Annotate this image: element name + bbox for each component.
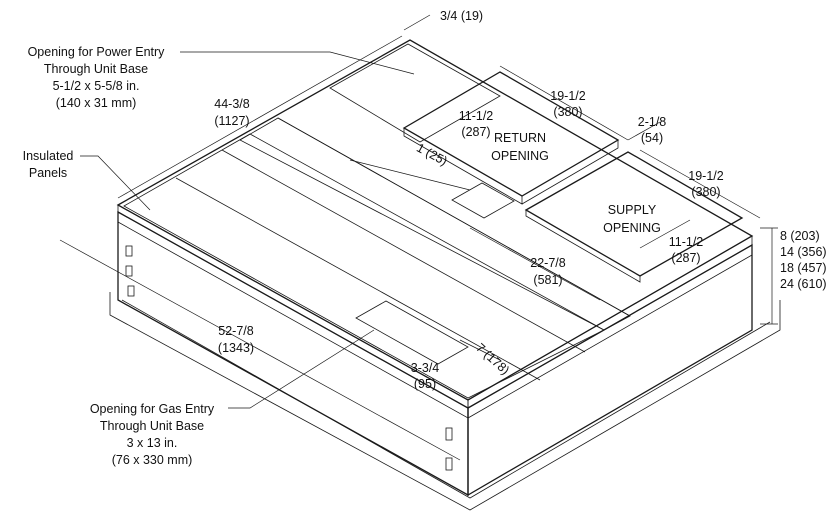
gas-entry-opening (355, 300, 469, 365)
supply-label-line-2: OPENING (603, 221, 661, 235)
dim-supply-depth-in: 11-1/2 (669, 235, 704, 249)
return-label-line-2: OPENING (491, 149, 549, 163)
supply-opening (524, 151, 744, 283)
power-entry-line-4: (140 x 31 mm) (56, 96, 137, 110)
supply-label-line-1: SUPPLY (608, 203, 657, 217)
power-entry-line-1: Opening for Power Entry (28, 45, 166, 59)
insulated-panels (123, 43, 631, 399)
power-entry-callout: Opening for Power Entry Through Unit Bas… (28, 45, 166, 110)
dim-supply-depth-mm: (287) (671, 251, 700, 265)
dim-side-7: 7 (178) (473, 341, 512, 378)
dim-gas-in: 3-3/4 (411, 361, 440, 375)
dim-gap-mm: (54) (641, 131, 663, 145)
insulated-line-1: Insulated (23, 149, 74, 163)
base-flange (109, 292, 781, 511)
insulated-callout: Insulated Panels (23, 149, 74, 180)
dim-top-offset: 3/4 (19) (440, 9, 483, 23)
supply-opening-label: SUPPLY OPENING (603, 203, 661, 235)
dim-return-depth-in: 11-1/2 (459, 109, 494, 123)
dim-height-14: 14 (356) (780, 245, 827, 259)
dim-supply-len-in: 19-1/2 (688, 169, 723, 183)
gas-entry-callout: Opening for Gas Entry Through Unit Base … (90, 402, 215, 467)
insulated-line-2: Panels (29, 166, 67, 180)
dim-height-18: 18 (457) (780, 261, 827, 275)
dim-width-mm: (1127) (214, 114, 249, 128)
dim-gas-mm: (95) (414, 377, 436, 391)
dimension-lines (59, 14, 778, 461)
gas-entry-line-4: (76 x 330 mm) (112, 453, 193, 467)
gas-entry-line-3: 3 x 13 in. (127, 436, 178, 450)
dim-gap-in: 2-1/8 (638, 115, 667, 129)
top-rim (116, 39, 754, 409)
return-opening (402, 71, 620, 205)
dim-length-mm: (1343) (218, 341, 254, 355)
dim-height-8: 8 (203) (780, 229, 820, 243)
dim-length-in: 52-7/8 (218, 324, 253, 338)
dim-return-len-mm: (380) (553, 105, 582, 119)
dim-return-depth-mm: (287) (461, 125, 490, 139)
gas-entry-line-2: Through Unit Base (100, 419, 204, 433)
dim-center-mm: (581) (533, 273, 562, 287)
gas-entry-line-1: Opening for Gas Entry (90, 402, 215, 416)
dim-supply-len-mm: (380) (691, 185, 720, 199)
wall-holes (125, 245, 453, 471)
power-entry-opening (451, 182, 515, 219)
front-right-wall (467, 243, 753, 497)
return-opening-label: RETURN OPENING (491, 131, 549, 163)
return-label-line-1: RETURN (494, 131, 546, 145)
power-entry-line-3: 5-1/2 x 5-5/8 in. (53, 79, 140, 93)
leader-lines (80, 51, 415, 409)
dim-center-in: 22-7/8 (530, 256, 565, 270)
dim-return-len-in: 19-1/2 (550, 89, 585, 103)
power-entry-line-2: Through Unit Base (44, 62, 148, 76)
dim-height-24: 24 (610) (780, 277, 827, 291)
dimension-labels: 3/4 (19) 44-3/8 (1127) 11-1/2 (287) 19-1… (214, 9, 826, 391)
dim-width-in: 44-3/8 (214, 97, 249, 111)
